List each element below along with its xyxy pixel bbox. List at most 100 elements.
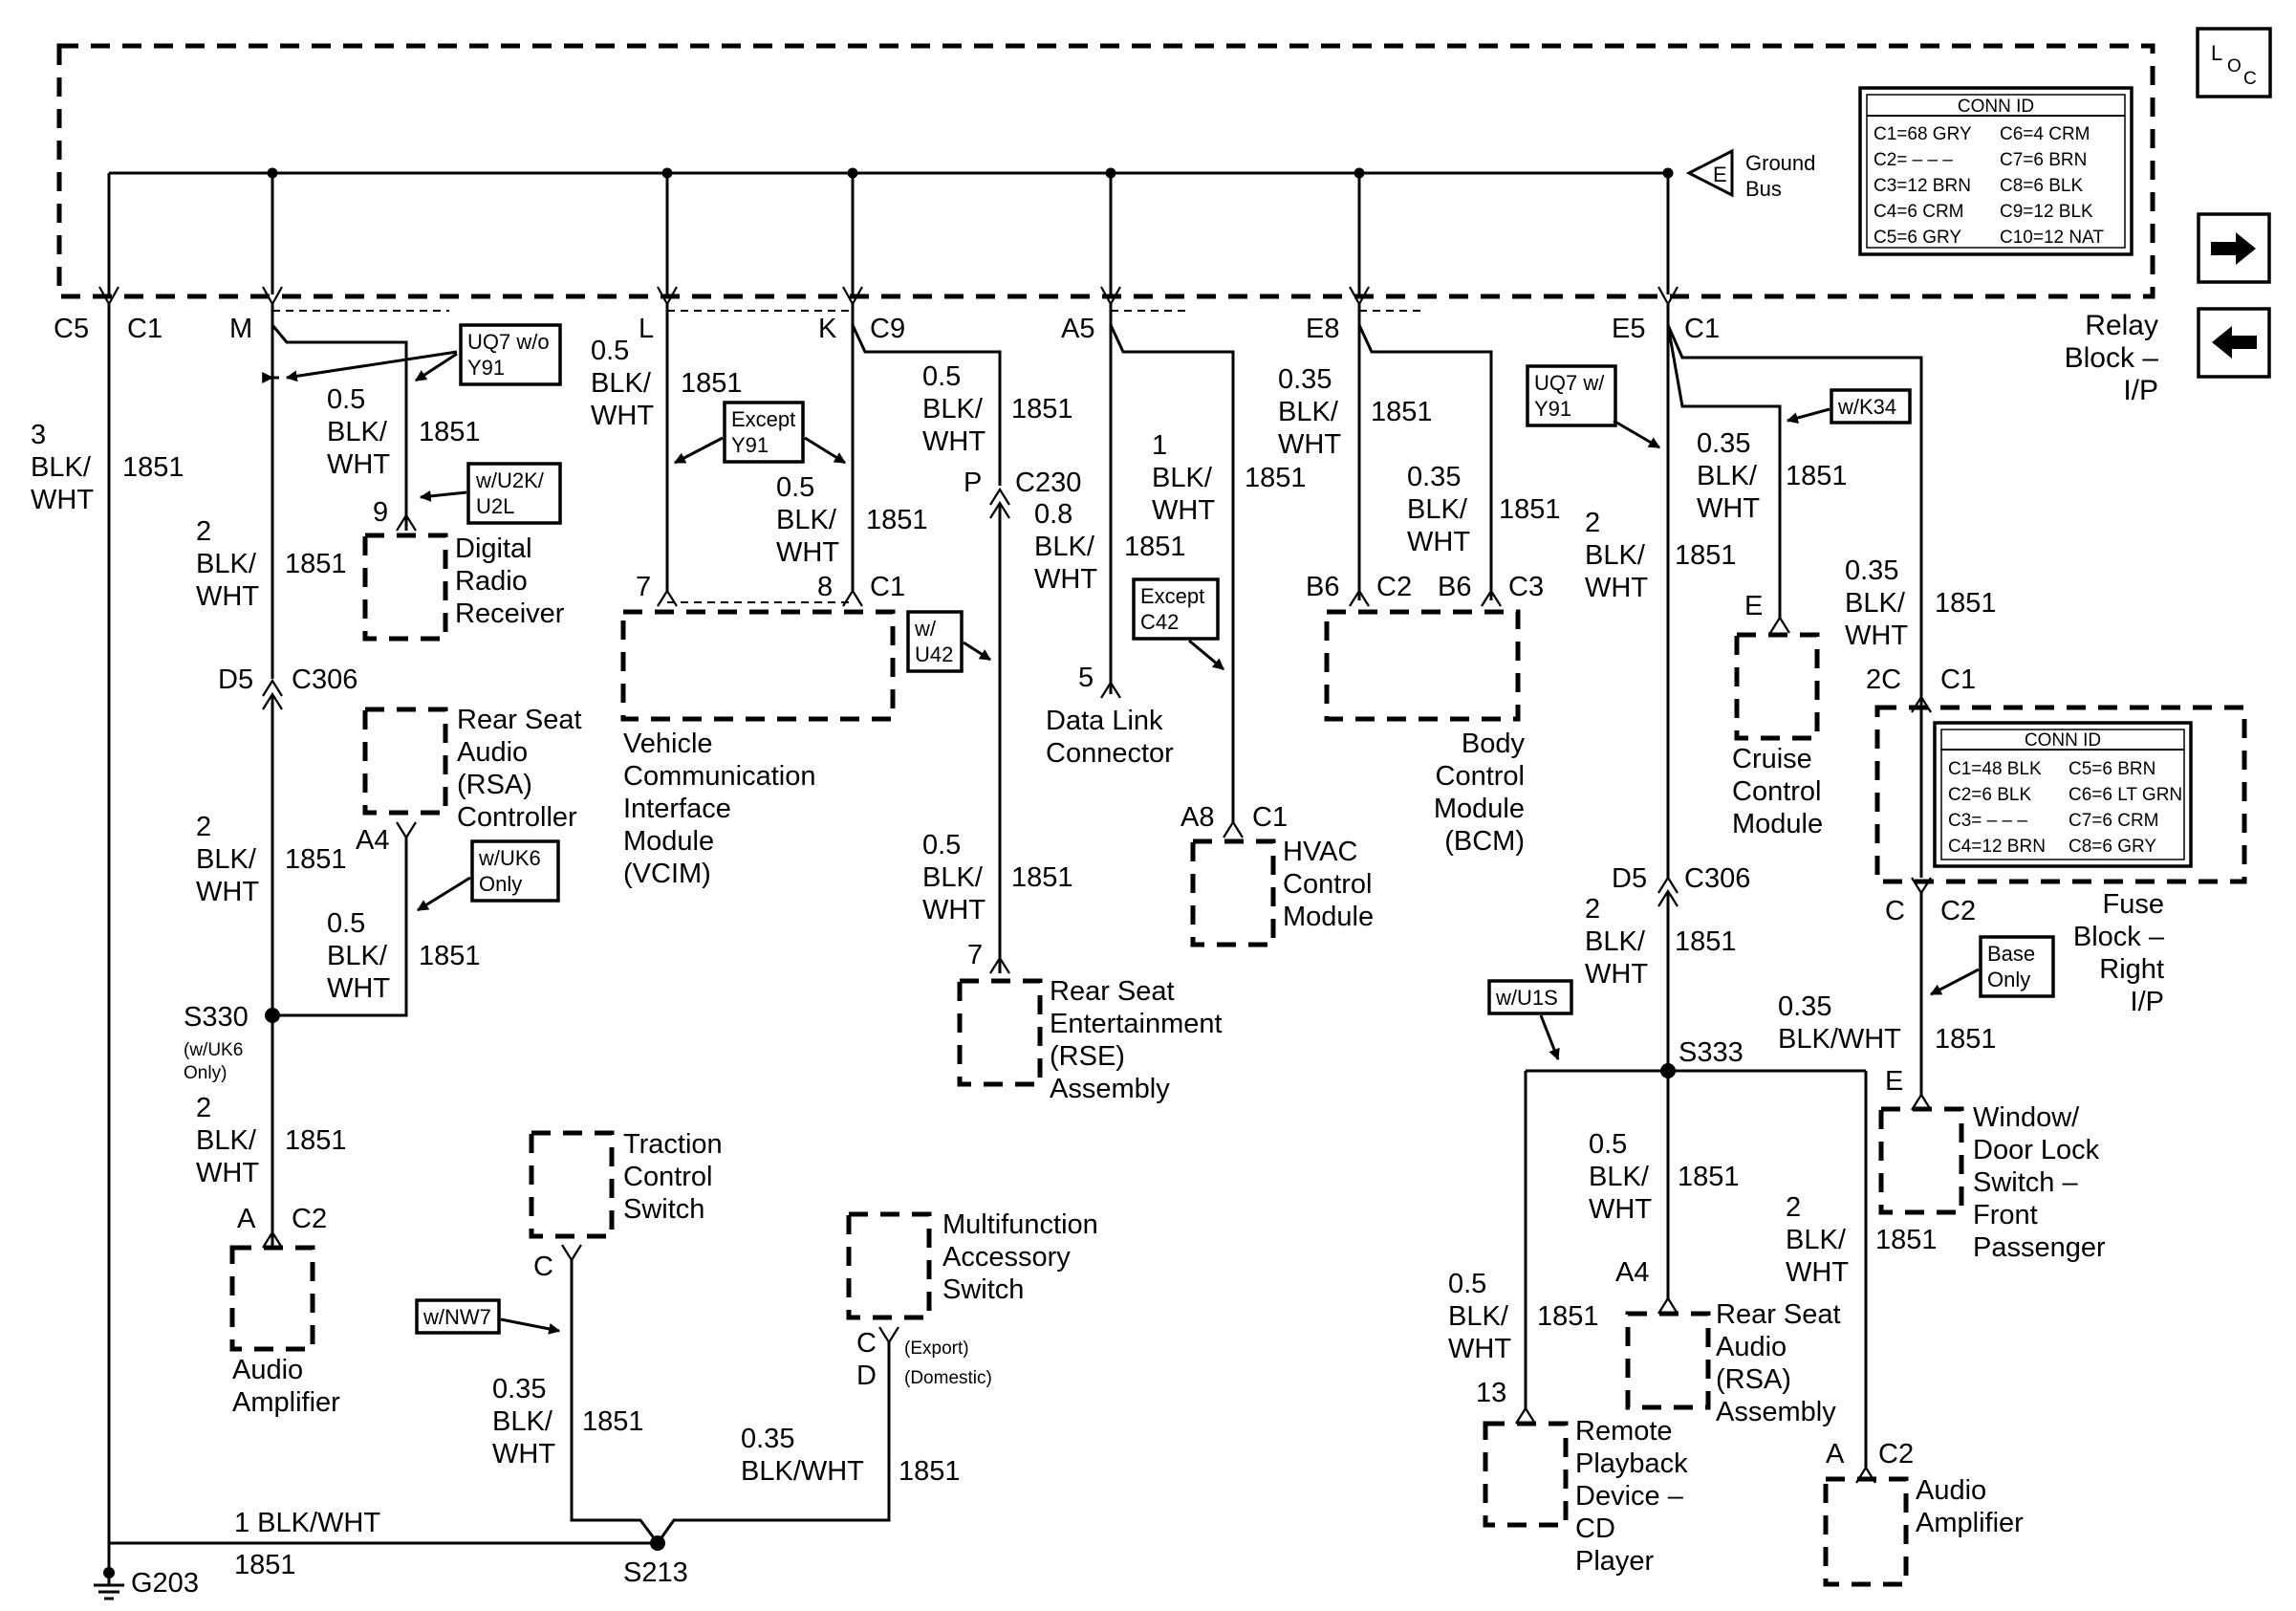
window-door-lock-switch xyxy=(1878,1106,1964,1215)
hvac-label: HVAC xyxy=(1283,837,1357,867)
wire-gnd-circuit: 1851 xyxy=(234,1550,296,1580)
pin-a-amp: A xyxy=(237,1204,256,1234)
pin-d-mfs: D xyxy=(856,1361,877,1391)
wire-gnd-size: 1 BLK/WHT xyxy=(234,1508,380,1538)
rsa-assembly xyxy=(1625,1311,1711,1410)
wire-g-circuit: 1851 xyxy=(122,452,184,483)
wire-c230-color: BLK/ xyxy=(1034,532,1095,562)
bcm-label-4: (BCM) xyxy=(1444,826,1525,857)
pin-domestic: (Domestic) xyxy=(904,1368,992,1388)
conn-id-entry: C3= – – – xyxy=(1948,811,2027,831)
wire-fb-color-2: WHT xyxy=(1845,620,1908,651)
loc-button[interactable]: L O C xyxy=(2196,27,2272,98)
pin-a4b: A4 xyxy=(1615,1257,1649,1288)
svg-text:U42: U42 xyxy=(915,642,953,666)
conn-id-entry: C2= – – – xyxy=(1874,150,1953,170)
svg-text:Only: Only xyxy=(1987,968,2030,991)
wire-m-color-2: WHT xyxy=(327,449,390,480)
wire-d5-color: BLK/ xyxy=(1585,926,1646,957)
cd-label-2: Playback xyxy=(1575,1448,1688,1479)
window-label-3: Switch – xyxy=(1973,1167,2078,1198)
wire-k-size: 0.5 xyxy=(776,472,814,503)
conn-id-entry: C6=4 CRM xyxy=(2000,124,2090,144)
pin-c-tcs: C xyxy=(533,1252,553,1282)
s213-label: S213 xyxy=(623,1557,688,1588)
vcim-label-4: Module xyxy=(623,826,714,857)
wire-e8-circuit: 1851 xyxy=(1371,397,1433,427)
conn-id-entry: C4=12 BRN xyxy=(1948,837,2046,857)
rsa-ctrl-label-3: (RSA) xyxy=(457,770,532,800)
wire-m-color: BLK/ xyxy=(327,417,388,447)
pin-c2b: C2 xyxy=(292,1204,327,1234)
mfs-label-3: Switch xyxy=(942,1274,1024,1305)
wire-a5-color-2: WHT xyxy=(1152,495,1215,526)
pin-c1b: C1 xyxy=(1684,314,1720,344)
wire-c9-circuit: 1851 xyxy=(1011,394,1073,425)
audio-amplifier-2 xyxy=(1823,1476,1909,1587)
window-label: Window/ xyxy=(1973,1102,2080,1133)
pin-k: K xyxy=(818,314,837,344)
vcim-label: Vehicle xyxy=(623,729,713,759)
next-page-button[interactable] xyxy=(2197,212,2271,284)
wire-m3-circuit: 1851 xyxy=(285,844,347,875)
wire-l-circuit: 1851 xyxy=(681,368,743,399)
wire-rse-color-2: WHT xyxy=(922,895,986,925)
pin-c3: C3 xyxy=(1508,572,1544,602)
svg-text:Y91: Y91 xyxy=(731,433,769,457)
rsa-asm-label-4: Assembly xyxy=(1716,1397,1836,1427)
pin-c1c: C1 xyxy=(870,572,905,602)
option-u1s: w/U1S xyxy=(1487,979,1573,1015)
wire-s333-color-2: WHT xyxy=(1589,1194,1652,1225)
wire-rsa-circuit: 1851 xyxy=(419,941,481,971)
wire-cr-circuit: 1851 xyxy=(1786,461,1848,491)
window-label-2: Door Lock xyxy=(1973,1135,2100,1165)
conn-id-entry: C7=6 CRM xyxy=(2069,811,2159,831)
conn-id-title: CONN ID xyxy=(1958,97,2034,117)
wire-cr-color: BLK/ xyxy=(1697,461,1758,491)
wire-rse-color: BLK/ xyxy=(922,862,984,893)
wire-win-color: BLK/WHT xyxy=(1778,1024,1901,1055)
rsa-asm-label-2: Audio xyxy=(1716,1332,1787,1362)
ground-bus-label-2: Bus xyxy=(1745,177,1782,201)
pin-7b: 7 xyxy=(967,940,983,970)
wire-cd-color: BLK/ xyxy=(1448,1301,1509,1332)
wire-cd-color-2: WHT xyxy=(1448,1334,1511,1364)
pin-7a: 7 xyxy=(636,572,651,602)
wire-a5-circuit: 1851 xyxy=(1245,463,1307,493)
arrow-right-icon xyxy=(2211,232,2256,265)
tcs-label-3: Switch xyxy=(623,1194,704,1225)
fuse-label: Fuse xyxy=(2103,889,2164,920)
wire-s330-size: 2 xyxy=(196,1093,211,1123)
pin-e8: E8 xyxy=(1306,314,1339,344)
svg-text:w/U1S: w/U1S xyxy=(1495,986,1558,1010)
conn-id-entry: C10=12 NAT xyxy=(2000,228,2104,248)
svg-text:C42: C42 xyxy=(1140,610,1179,634)
wire-cr-size: 0.35 xyxy=(1697,428,1750,459)
pin-c2a: C2 xyxy=(1376,572,1412,602)
cruise-label-3: Module xyxy=(1732,809,1823,839)
fuse-label-3: Right xyxy=(2099,954,2164,985)
wire-tcs-color-2: WHT xyxy=(492,1439,555,1469)
svg-text:Y91: Y91 xyxy=(1534,397,1571,421)
rse-assembly xyxy=(957,978,1043,1087)
wire-c9-color-2: WHT xyxy=(922,426,986,457)
traction-control-switch xyxy=(529,1130,615,1239)
window-label-5: Passenger xyxy=(1973,1232,2106,1263)
conn-id-entry: C9=12 BLK xyxy=(2000,202,2093,222)
wire-l-color: BLK/ xyxy=(591,368,652,399)
fuse-label-4: I/P xyxy=(2131,987,2164,1017)
s330-label: S330 xyxy=(184,1002,249,1033)
wire-mfs-circuit: 1851 xyxy=(899,1456,961,1487)
pin-9: 9 xyxy=(373,497,388,528)
wire-l-color-2: WHT xyxy=(591,401,654,431)
rsa-ctrl-label-2: Audio xyxy=(457,737,528,768)
wire-c9-size: 0.5 xyxy=(922,361,961,392)
s330-note-2: Only) xyxy=(184,1063,227,1083)
pin-b6a: B6 xyxy=(1306,572,1339,602)
wire-e5-color: BLK/ xyxy=(1585,540,1646,571)
conn-id-entry: C1=48 BLK xyxy=(1948,759,2042,779)
s330-note: (w/UK6 xyxy=(184,1040,243,1060)
prev-page-button[interactable] xyxy=(2197,307,2271,379)
wire-m3-color-2: WHT xyxy=(196,877,259,907)
